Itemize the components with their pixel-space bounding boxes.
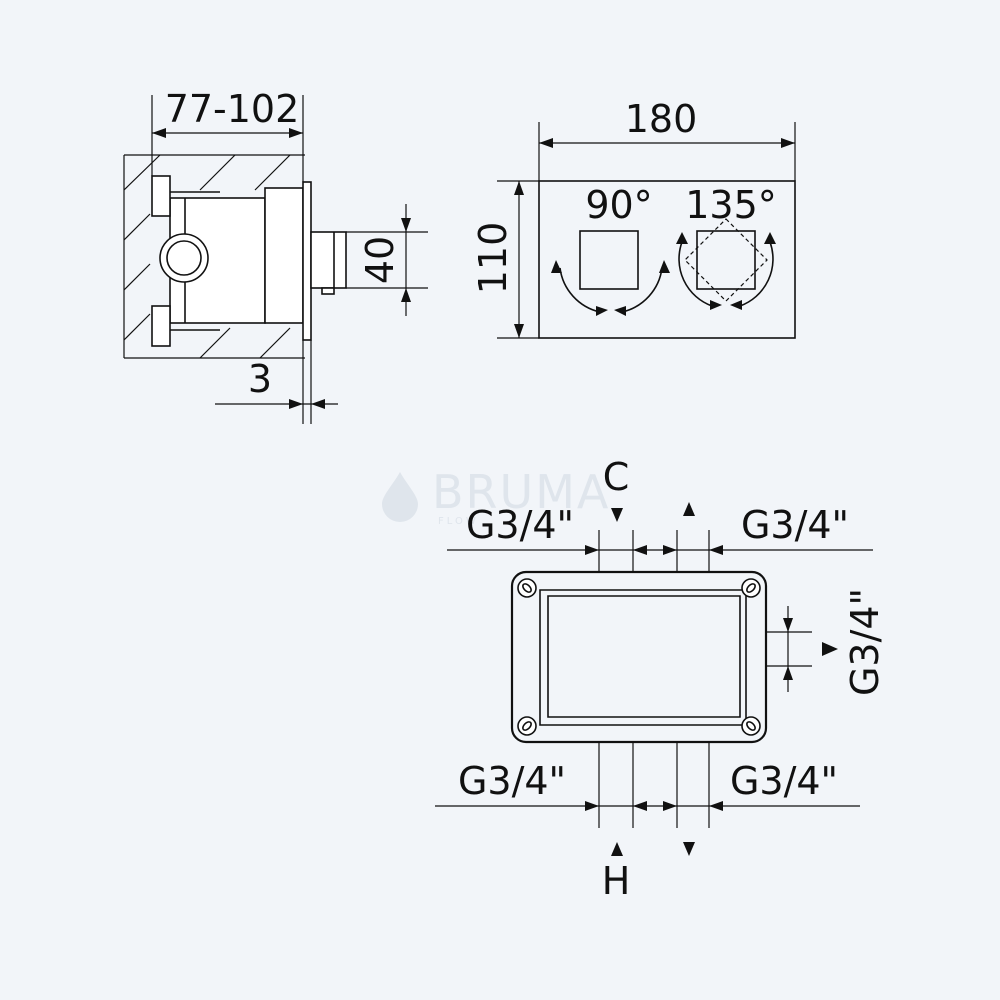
mounting-tab-top — [151, 175, 171, 217]
side-view: 77-102 40 3 — [123, 87, 428, 424]
bottom-outlet-arrow — [683, 842, 695, 856]
body-view: G3/4" G3/4" C G3/4" G3/4" H G3/4" — [435, 455, 887, 903]
height-dimension-label: 110 — [471, 222, 515, 295]
right-angle-label: 135° — [685, 183, 777, 227]
width-dimension-label: 180 — [625, 97, 698, 141]
boss-bottom-right — [741, 716, 761, 736]
top-right-port-label: G3/4" — [741, 503, 849, 547]
plate-thickness-label: 3 — [248, 357, 272, 401]
top-left-port-label: G3/4" — [466, 503, 574, 547]
extension-sleeve — [264, 187, 304, 324]
cover-plate-side — [302, 181, 312, 341]
brand-watermark: BRUMA FLOW — [382, 465, 610, 527]
cold-inlet-label: C — [603, 455, 630, 499]
port-inner — [166, 240, 202, 276]
cover-plate-front — [538, 180, 796, 339]
side-outlet-arrow — [822, 642, 838, 656]
watermark-brand: BRUMA — [432, 465, 610, 519]
front-view: 180 110 90° 135° — [471, 97, 796, 339]
watermark-tagline: FLOW — [438, 516, 479, 527]
depth-dimension-label: 77-102 — [165, 87, 300, 131]
boss-top-right — [741, 578, 761, 598]
valve-body-outline — [510, 570, 768, 744]
hot-inlet-arrow — [611, 842, 623, 856]
mounting-tab-bottom — [151, 305, 171, 347]
boss-bottom-left — [517, 716, 537, 736]
bottom-right-port-label: G3/4" — [730, 759, 838, 803]
handle-side — [310, 231, 347, 289]
panel-height-label: 40 — [358, 236, 402, 284]
boss-top-left — [517, 578, 537, 598]
top-outlet-arrow — [683, 502, 695, 516]
right-handle — [696, 230, 756, 290]
hot-inlet-label: H — [602, 859, 631, 903]
left-handle — [579, 230, 639, 290]
left-angle-label: 90° — [585, 183, 652, 227]
rotation-arrow — [551, 260, 562, 273]
right-port-label: G3/4" — [843, 588, 887, 696]
cold-inlet-arrow — [611, 508, 623, 522]
bottom-left-port-label: G3/4" — [458, 759, 566, 803]
wall-hatching — [123, 154, 305, 359]
right-handle-rotated — [684, 218, 768, 302]
droplet-icon — [382, 472, 418, 522]
